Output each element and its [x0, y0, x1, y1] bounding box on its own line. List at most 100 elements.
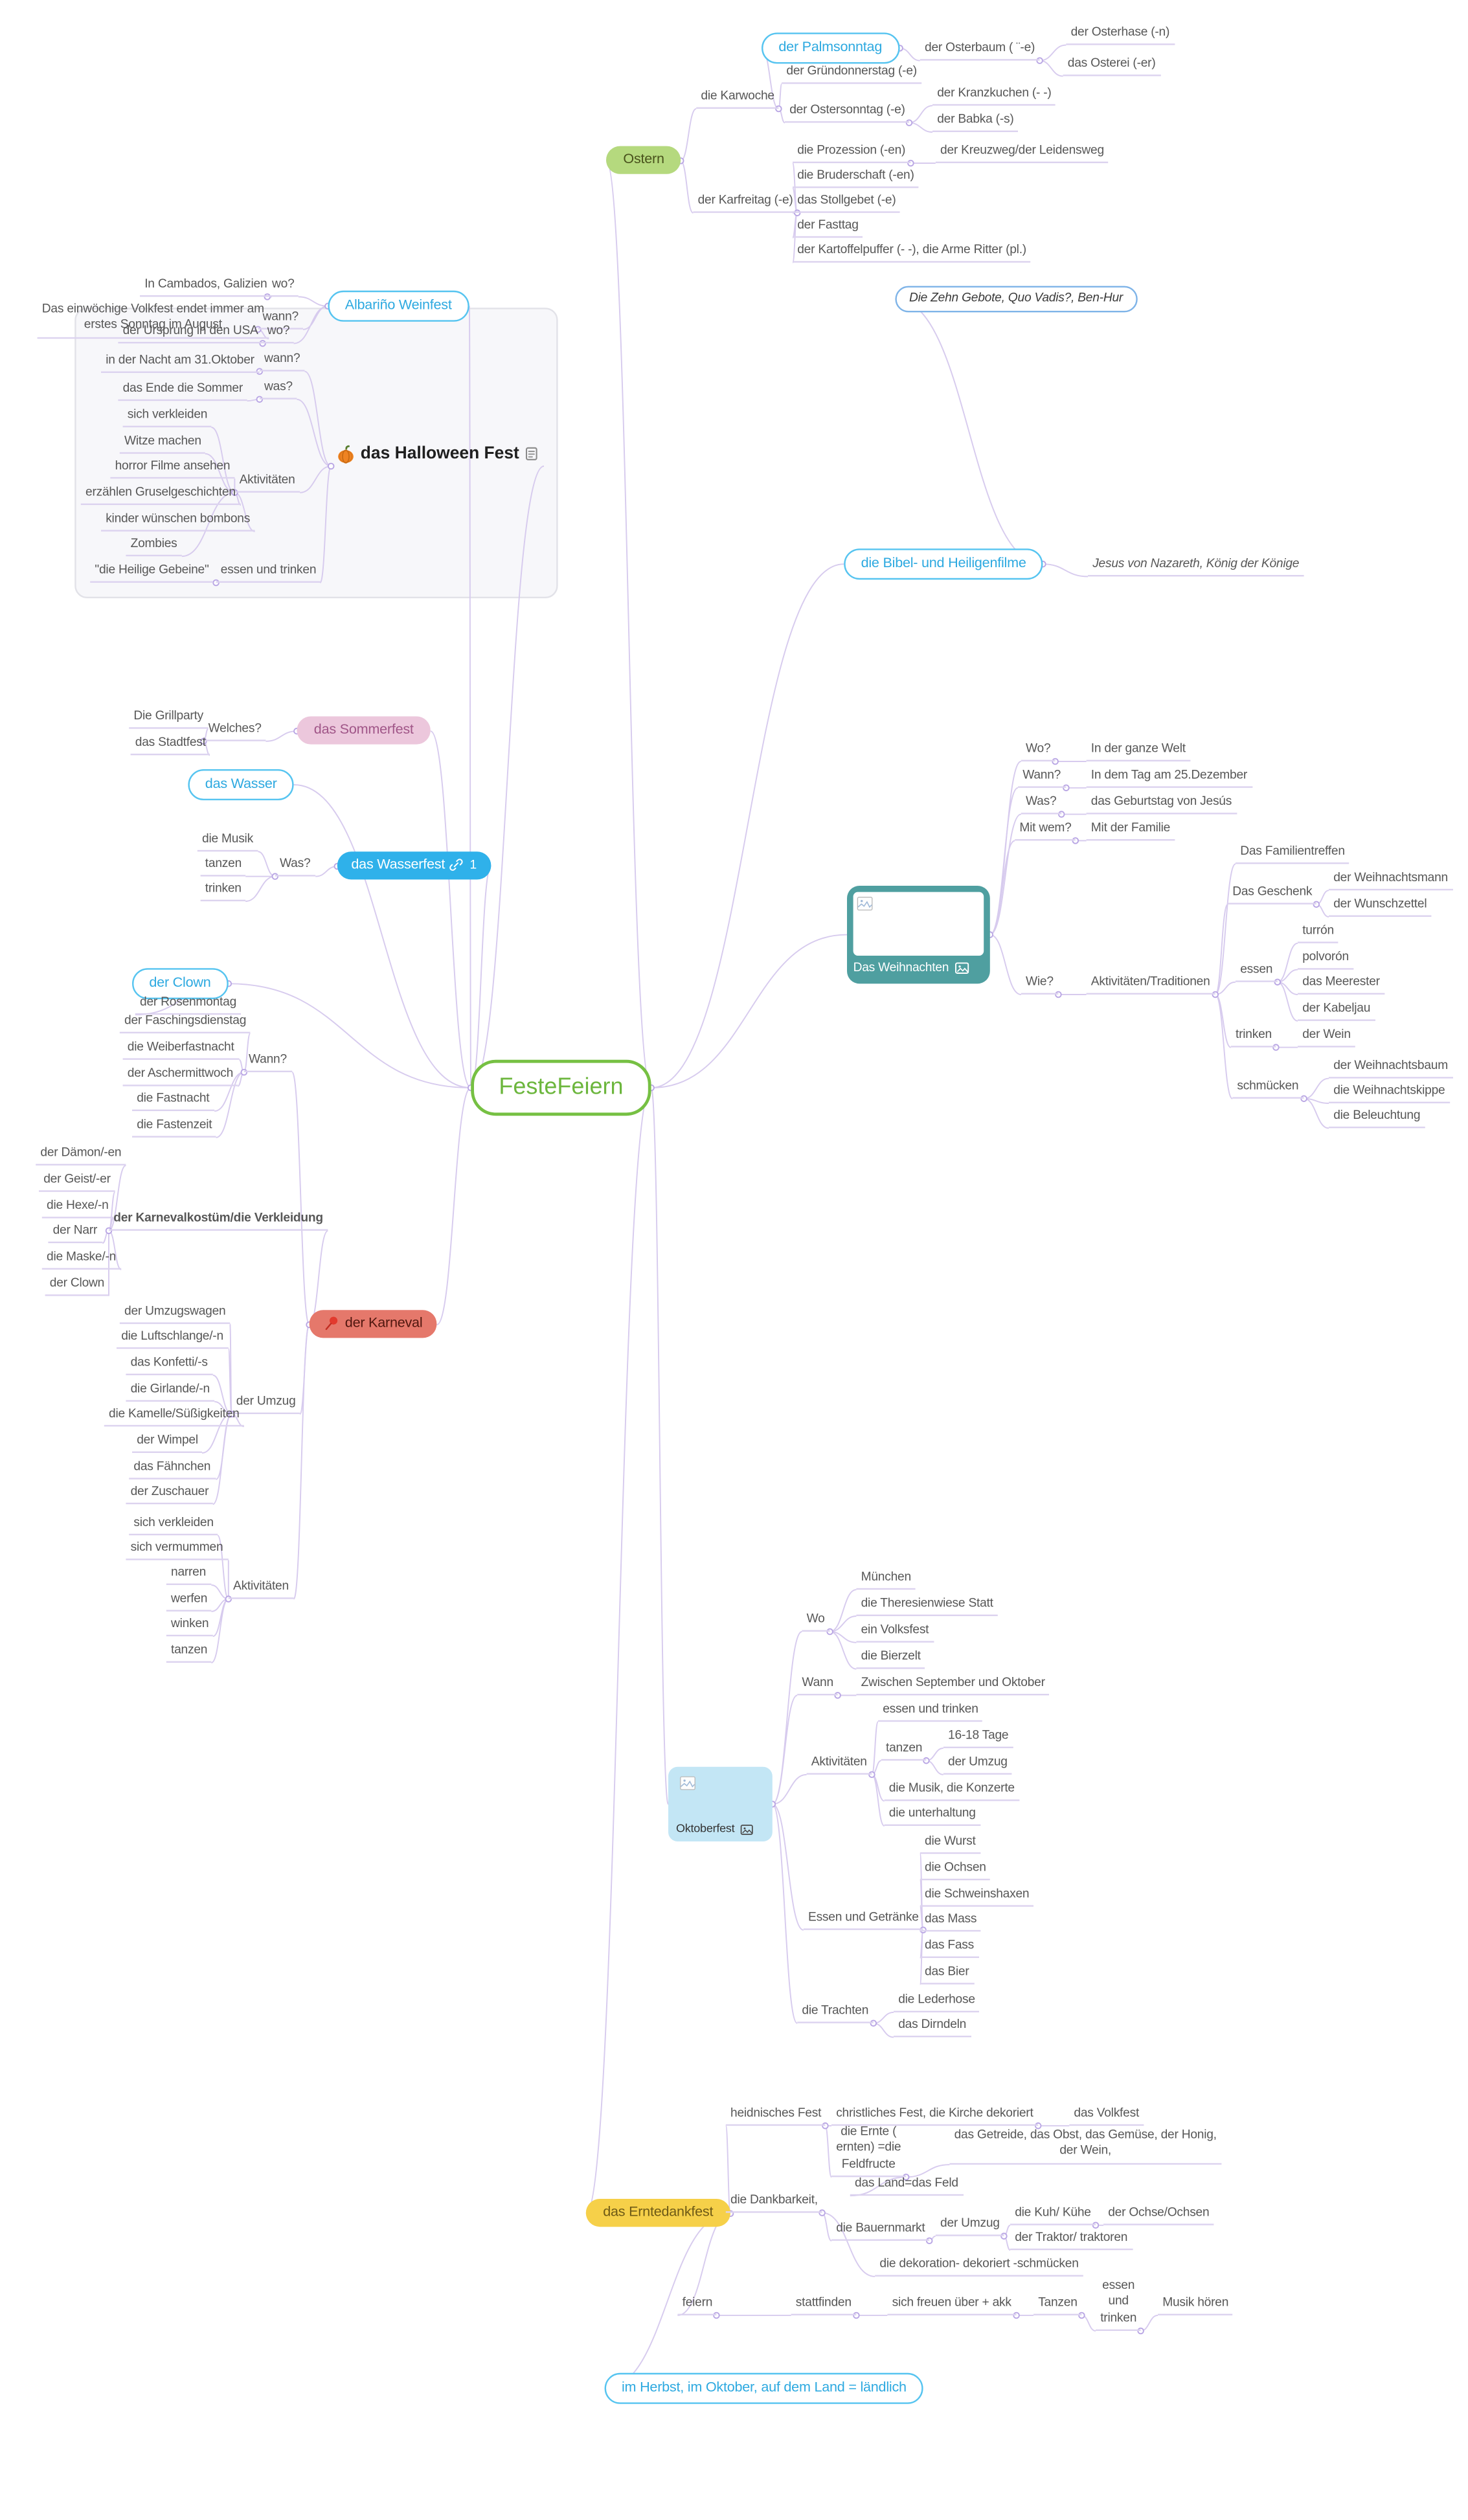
- node-familientreffen[interactable]: Das Familientreffen: [1236, 843, 1349, 864]
- node-dankbarkeit[interactable]: die Dankbarkeit,: [725, 2192, 823, 2213]
- node-geburtstag[interactable]: das Geburtstag von Jesús: [1086, 793, 1237, 815]
- node-osterei[interactable]: das Osterei (-er): [1063, 55, 1160, 76]
- node-babka[interactable]: der Babka (-s): [932, 111, 1019, 132]
- node-wunschzettel[interactable]: der Wunschzettel: [1329, 896, 1432, 917]
- node-wn-wo[interactable]: Wo?: [1021, 741, 1056, 761]
- node-nacht[interactable]: in der Nacht am 31.Oktober: [101, 352, 260, 373]
- node-trachten[interactable]: die Trachten: [797, 2002, 874, 2023]
- node-hexe[interactable]: die Hexe/-n: [41, 1197, 113, 1219]
- node-dekoration[interactable]: die dekoration- dekoriert -schmücken: [875, 2256, 1083, 2277]
- node-mitwem[interactable]: Mit wem?: [1015, 820, 1076, 841]
- node-wf-trinken[interactable]: trinken: [200, 881, 246, 901]
- node-werfen[interactable]: werfen: [166, 1590, 212, 1612]
- node-maske[interactable]: die Maske/-n: [41, 1248, 121, 1270]
- node-vermummen[interactable]: sich vermummen: [126, 1539, 228, 1560]
- node-bauernmarkt[interactable]: die Bauernmarkt: [831, 2220, 930, 2241]
- node-musik-konzerte[interactable]: die Musik, die Konzerte: [884, 1780, 1020, 1801]
- node-meerester[interactable]: das Meerester: [1298, 974, 1385, 995]
- node-geschenk[interactable]: Das Geschenk: [1228, 883, 1317, 905]
- node-alb-wo[interactable]: wo?: [267, 276, 299, 297]
- node-fass[interactable]: das Fass: [920, 1937, 979, 1958]
- node-konfetti[interactable]: das Konfetti/-s: [126, 1355, 212, 1375]
- node-ochsen[interactable]: die Ochsen: [920, 1860, 991, 1880]
- node-ostersonntag[interactable]: der Ostersonntag (-e): [785, 102, 910, 123]
- node-winken[interactable]: winken: [166, 1615, 214, 1636]
- node-getreide[interactable]: das Getreide, das Obst, das Gemüse, der …: [949, 2128, 1221, 2165]
- node-kv-wann[interactable]: Wann?: [243, 1052, 292, 1072]
- node-wkippe[interactable]: die Weihnachtskippe: [1329, 1083, 1450, 1103]
- node-wmann[interactable]: der Weihnachtsmann: [1329, 870, 1453, 890]
- node-bierzelt[interactable]: die Bierzelt: [856, 1648, 925, 1669]
- node-wn-was[interactable]: Was?: [1021, 793, 1061, 815]
- node-tanzen3[interactable]: Tanzen: [1033, 2295, 1082, 2315]
- node-land[interactable]: das Land=das Feld: [850, 2175, 963, 2196]
- node-root[interactable]: FesteFeiern: [471, 1059, 651, 1116]
- node-ascher[interactable]: der Aschermittwoch: [122, 1065, 238, 1086]
- node-zuschauer[interactable]: der Zuschauer: [126, 1483, 214, 1504]
- node-karfreitag[interactable]: der Karfreitag (-e): [693, 192, 798, 213]
- node-of-essen[interactable]: essen und trinken: [878, 1701, 983, 1722]
- node-clown2[interactable]: der Clown: [45, 1275, 109, 1296]
- node-ursprung[interactable]: der Ursprung in den USA: [118, 322, 263, 344]
- node-kv-akt[interactable]: Aktivitäten: [228, 1578, 294, 1599]
- node-karwoche[interactable]: die Karwoche: [696, 88, 780, 109]
- node-stattfinden[interactable]: stattfinden: [791, 2295, 856, 2315]
- node-grillparty[interactable]: Die Grillparty: [129, 708, 209, 729]
- node-wf-tanzen[interactable]: tanzen: [200, 855, 247, 877]
- node-muenchen[interactable]: München: [856, 1569, 916, 1590]
- node-grusel[interactable]: erzählen Gruselgeschichten: [80, 484, 240, 505]
- node-wimpel[interactable]: der Wimpel: [132, 1432, 203, 1453]
- node-wn-wie[interactable]: Wie?: [1021, 974, 1058, 995]
- node-ochse[interactable]: der Ochse/Ochsen: [1103, 2204, 1214, 2225]
- node-horror[interactable]: horror Filme ansehen: [110, 458, 235, 478]
- node-witze[interactable]: Witze machen: [119, 433, 206, 454]
- node-umzugswagen[interactable]: der Umzugswagen: [119, 1303, 231, 1324]
- node-wasser[interactable]: das Wasser: [188, 769, 295, 800]
- node-wf-musik[interactable]: die Musik: [197, 831, 258, 851]
- node-heidnisch[interactable]: heidnisches Fest: [725, 2105, 826, 2126]
- node-sep-okt[interactable]: Zwischen September und Oktober: [856, 1674, 1050, 1696]
- node-hw-akt[interactable]: Aktivitäten: [234, 471, 300, 493]
- node-fastenzeit[interactable]: die Fastenzeit: [132, 1116, 217, 1138]
- node-alb-wo2[interactable]: wo?: [262, 322, 295, 344]
- node-polvoron[interactable]: polvorón: [1298, 949, 1354, 970]
- node-volksfest[interactable]: ein Volksfest: [856, 1621, 934, 1643]
- node-gebeine[interactable]: "die Heilige Gebeine": [90, 562, 214, 583]
- node-wein[interactable]: der Wein: [1298, 1026, 1355, 1048]
- node-kamelle[interactable]: die Kamelle/Süßigkeiten: [104, 1406, 244, 1426]
- node-wurst[interactable]: die Wurst: [920, 1833, 980, 1854]
- node-narr[interactable]: der Narr: [48, 1222, 102, 1243]
- node-mass[interactable]: das Mass: [920, 1911, 982, 1931]
- node-hw-wann[interactable]: wann?: [259, 350, 305, 372]
- node-of-wo[interactable]: Wo: [802, 1611, 830, 1632]
- node-lederhose[interactable]: die Lederhose: [894, 1992, 980, 2012]
- node-weiber[interactable]: die Weiberfastnacht: [122, 1039, 239, 1060]
- node-wn-wann[interactable]: Wann?: [1018, 767, 1066, 788]
- node-christlich[interactable]: christliches Fest, die Kirche dekoriert: [831, 2105, 1038, 2126]
- node-jesus[interactable]: Jesus von Nazareth, König der Könige: [1088, 556, 1304, 577]
- node-alb-wann[interactable]: wann?: [258, 308, 304, 330]
- node-ernte[interactable]: die Ernte ( ernten) =die Feldfructe: [831, 2124, 906, 2177]
- node-bruderschaft[interactable]: die Bruderschaft (-en): [793, 167, 919, 188]
- node-gruendonnerstag[interactable]: der Gründonnerstag (-e): [782, 63, 922, 84]
- node-albarino[interactable]: Albariño Weinfest: [328, 290, 469, 322]
- node-of-akt[interactable]: Aktivitäten: [806, 1753, 872, 1775]
- node-ern-umzug[interactable]: der Umzug: [935, 2215, 1004, 2236]
- node-cambados[interactable]: In Cambados, Galizien: [140, 276, 272, 297]
- node-wf-was[interactable]: Was?: [275, 855, 315, 877]
- node-halloween[interactable]: das Halloween Fest: [331, 442, 544, 467]
- node-kostuem[interactable]: der Karnevalkostüm/die Verkleidung: [109, 1209, 328, 1231]
- node-turron[interactable]: turrón: [1298, 922, 1339, 943]
- node-prozession[interactable]: die Prozession (-en): [793, 142, 910, 163]
- node-verkleiden1[interactable]: sich verkleiden: [122, 407, 212, 427]
- node-ostern[interactable]: Ostern: [606, 145, 682, 175]
- node-schweinshaxen[interactable]: die Schweinshaxen: [920, 1885, 1034, 1907]
- node-kuh[interactable]: die Kuh/ Kühe: [1010, 2204, 1096, 2225]
- node-kreuzweg[interactable]: der Kreuzweg/der Leidensweg: [935, 142, 1109, 163]
- node-erntedankfest[interactable]: das Erntedankfest: [585, 2198, 730, 2227]
- node-of-umzug[interactable]: der Umzug: [943, 1753, 1012, 1775]
- node-unterhaltung[interactable]: die unterhaltung: [884, 1805, 980, 1826]
- node-kranzkuchen[interactable]: der Kranzkuchen (- -): [932, 85, 1056, 106]
